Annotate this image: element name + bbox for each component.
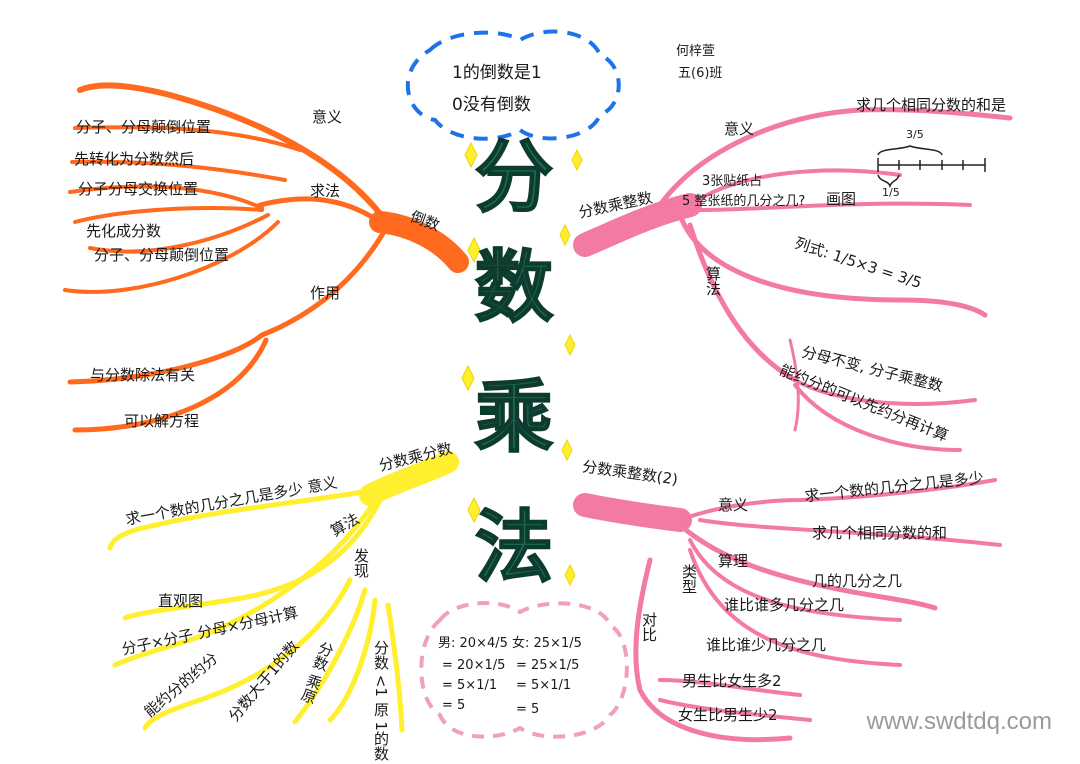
- title-char-2: 数: [474, 243, 554, 333]
- pink2-compare-1: 男生比女生多2: [682, 672, 782, 690]
- orange-branches: [63, 82, 469, 433]
- orange-branch-method: 求法: [310, 182, 341, 200]
- pink2-type-3: 谁比谁少几分之几: [706, 636, 827, 654]
- pink-draw-b: 5 整张纸的几分之几?: [682, 194, 806, 209]
- pink2-branch-meaning: 意义: [718, 496, 749, 514]
- cloud-calc-right-3: = 5×1/1: [516, 678, 572, 693]
- bar-fig-bottom-label: 1/5: [882, 186, 900, 199]
- cloud-calc-left-4: = 5: [442, 698, 466, 713]
- pink-branch-calc: 算法: [704, 266, 722, 296]
- pink-branch-meaning: 意义: [724, 120, 755, 138]
- orange-leaf-7: 可以解方程: [124, 412, 200, 430]
- pink2-branch-type: 类型: [680, 564, 698, 594]
- pink2-root: [573, 493, 692, 532]
- orange-leaf-2: 先转化为分数然后: [74, 150, 195, 168]
- pink-top-branches: [573, 107, 1013, 452]
- orange-leaf-5: 分子、分母颠倒位置: [94, 246, 230, 264]
- pink2-compare-2: 女生比男生少2: [678, 706, 778, 724]
- pink-cloud: [419, 601, 629, 739]
- pink2-type-2: 谁比谁多几分之几: [724, 596, 845, 614]
- pink2-meaning-2: 求几个相同分数的和: [812, 524, 948, 542]
- pink-draw-a: 3张贴纸占: [702, 174, 763, 189]
- blue-cloud: [405, 29, 621, 141]
- bar-model-figure: [877, 145, 986, 189]
- bar-fig-top-label: 3/5: [906, 128, 924, 141]
- orange-branch-meaning: 意义: [312, 108, 343, 126]
- orange-branch-use: 作用: [310, 284, 341, 302]
- pink2-branch-compare: 对比: [640, 612, 658, 642]
- watermark: www.swdtdq.com: [866, 708, 1052, 735]
- cloud-calc-right-2: = 25×1/5: [516, 658, 580, 673]
- pink2-type-1: 几的几分之几: [812, 572, 903, 590]
- cloud-calc-right-1: 女: 25×1/5: [512, 636, 582, 651]
- yellow-leaf-2: 直观图: [158, 592, 204, 610]
- yellow-branches: [107, 451, 459, 733]
- yellow-branch-find: 发现: [352, 548, 370, 578]
- orange-leaf-1: 分子、分母颠倒位置: [76, 118, 212, 136]
- pink-branch-draw: 画图: [826, 190, 857, 208]
- yellow-leaf-7: 分数 <1 原 1的数: [372, 640, 390, 761]
- cloud-calc-right-4: = 5: [516, 702, 540, 717]
- orange-root: [369, 211, 469, 273]
- title-char-1: 分: [474, 133, 554, 223]
- title-sparkles: [461, 141, 583, 587]
- pink-bottom-branches: [573, 478, 1002, 743]
- cloud-calc-left-2: = 20×1/5: [442, 658, 506, 673]
- orange-leaf-4: 先化成分数: [86, 222, 162, 240]
- author-class: 五(6)班: [678, 66, 723, 81]
- cloud-calc-left-3: = 5×1/1: [442, 678, 498, 693]
- cloud-top-line1: 1的倒数是1: [452, 63, 542, 83]
- orange-leaf-6: 与分数除法有关: [90, 366, 196, 384]
- title-char-4: 法: [474, 503, 554, 593]
- author-name: 何梓萱: [676, 44, 716, 59]
- orange-leaf-3: 分子分母交换位置: [78, 180, 199, 198]
- pink-root: [573, 193, 702, 257]
- cloud-calc-left-1: 男: 20×4/5: [438, 636, 508, 651]
- title-char-3: 乘: [474, 373, 554, 463]
- pink-meaning-text: 求几个相同分数的和是: [856, 96, 1007, 114]
- pink2-branch-calc: 算理: [718, 552, 749, 570]
- cloud-top-line2: 0没有倒数: [452, 95, 531, 115]
